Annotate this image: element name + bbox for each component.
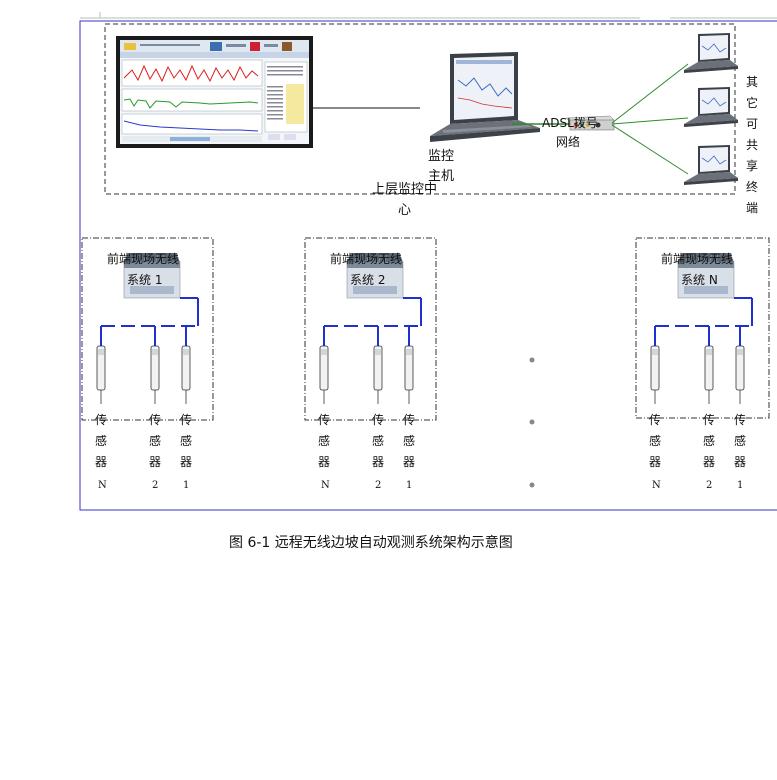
subsystem-group-n: [635, 237, 770, 419]
other-terminals-label: 其它可共享终端: [746, 75, 758, 215]
ellipsis-dot: [529, 357, 535, 363]
sensor-id: N: [321, 480, 330, 491]
router-to-terminal-3-link: [611, 124, 689, 175]
sensor-id: 1: [737, 480, 743, 491]
sensor-bus: [324, 297, 422, 327]
adsl-router-icon: [565, 115, 615, 131]
sensor-id: 2: [152, 480, 158, 491]
subsystem-name: 前端现场无线系统 1: [107, 251, 179, 287]
subsystem-name: 前端现场无线系统 2: [330, 251, 402, 287]
sensor-label: 传感器: [372, 412, 384, 469]
sensor-icon: [404, 326, 414, 404]
sensor-label: 传感器: [403, 412, 415, 469]
sensor-id: N: [652, 480, 661, 491]
sensor-icon: [319, 326, 329, 404]
sensor-label: 传感器: [149, 412, 161, 469]
sensor-label: 传感器: [95, 412, 107, 469]
router-to-terminal-2-link: [611, 117, 689, 125]
monitor-center-box: [104, 23, 736, 195]
sensor-bus: [655, 297, 753, 327]
sensor-icon: [650, 326, 660, 404]
figure-caption: 图 6-1 远程无线边坡自动观测系统架构示意图: [229, 534, 513, 551]
sensor-label: 传感器: [649, 412, 661, 469]
sensor-label: 传感器: [703, 412, 715, 469]
wireless-device-icon: [123, 253, 181, 299]
terminal-laptop-icon: [684, 87, 738, 127]
sensor-label: 传感器: [734, 412, 746, 469]
sensor-label: 传感器: [180, 412, 192, 469]
sensor-id: 1: [183, 480, 189, 491]
outer-frame: [79, 20, 777, 511]
subsystem-1-content: 前端现场无线系统 1 传感器 N 传感器 2 传感器 1: [95, 251, 199, 491]
subsystem-name: 前端现场无线系统 N: [661, 251, 733, 287]
sensor-icon: [373, 326, 383, 404]
subsystem-2-content: 前端现场无线系统 2 传感器 N 传感器 2 传感器 1: [318, 251, 422, 491]
ellipsis-dot: [529, 482, 535, 488]
subsystem-3-content: 前端现场无线系统 N 传感器 N 传感器 2 传感器 1: [649, 251, 753, 491]
subsystem-group-1: [81, 237, 214, 421]
monitor-host-label: 监控 主机: [428, 149, 458, 184]
ellipsis-dot: [529, 419, 535, 425]
sensor-icon: [96, 326, 106, 404]
sensor-id: 2: [706, 480, 712, 491]
terminal-laptop-icon: [684, 145, 738, 185]
sensor-icon: [704, 326, 714, 404]
sensor-id: 1: [406, 480, 412, 491]
wireless-device-icon: [346, 253, 404, 299]
sensor-label: 传感器: [318, 412, 330, 469]
sensor-bus: [101, 297, 199, 327]
top-center-label: 上层监控中 心: [372, 182, 441, 218]
sensor-icon: [150, 326, 160, 404]
subsystem-group-2: [304, 237, 437, 421]
sensor-icon: [735, 326, 745, 404]
sensor-id: N: [98, 480, 107, 491]
wireless-device-icon: [677, 253, 735, 299]
sensor-icon: [181, 326, 191, 404]
monitor-host-laptop-icon: [430, 52, 540, 142]
monitoring-software-screen: [116, 36, 313, 148]
network-label: ADSL拨号 网络: [542, 116, 602, 149]
terminal-laptop-icon: [684, 33, 738, 73]
router-to-terminal-1-link: [611, 63, 689, 124]
sensor-id: 2: [375, 480, 381, 491]
